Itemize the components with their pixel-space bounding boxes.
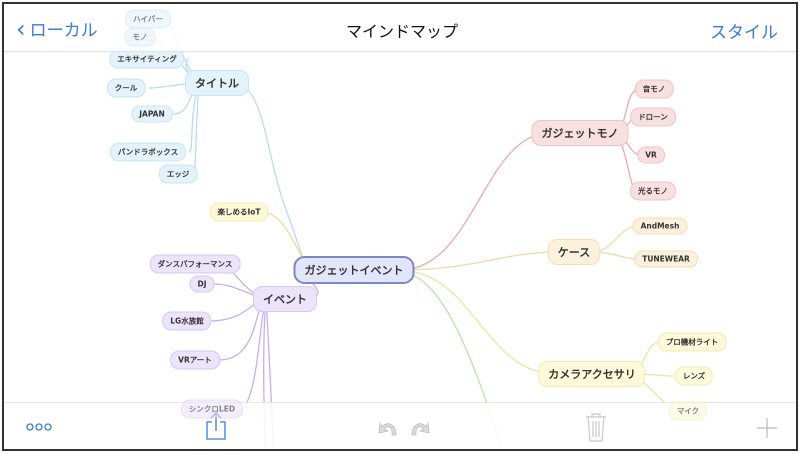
navigation-bar: ‹ ローカル マインドマップ スタイル [4, 4, 796, 52]
node-camera[interactable]: カメラアクセサリ [538, 361, 646, 387]
bottom-toolbar [4, 402, 796, 449]
node-pandora[interactable]: パンドラボックス [109, 142, 187, 162]
node-iot[interactable]: 楽しめるIoT [209, 202, 269, 222]
node-cool[interactable]: クール [106, 78, 146, 98]
node-sound[interactable]: 音モノ [634, 79, 674, 99]
gadget-links [399, 88, 643, 271]
mind-map-canvas[interactable]: ガジェットイベント タイトル ハイパー モノ エキサイティング クール JAPA… [4, 4, 796, 449]
root-node[interactable]: ガジェットイベント [293, 256, 415, 284]
plus-icon[interactable] [756, 417, 778, 439]
trash-icon[interactable] [584, 411, 608, 443]
node-edge[interactable]: エッジ [158, 164, 198, 184]
redo-icon[interactable] [408, 415, 432, 439]
case-links [399, 225, 641, 271]
chevron-left-icon: ‹ [16, 14, 26, 43]
node-andmesh[interactable]: AndMesh [632, 217, 688, 235]
back-label: ローカル [29, 21, 98, 41]
node-prolight[interactable]: プロ機材ライト [657, 332, 727, 352]
node-hyper[interactable]: ハイパー [125, 9, 171, 29]
node-title[interactable]: タイトル [185, 70, 249, 96]
node-mic[interactable]: マイク [668, 401, 708, 421]
node-lens[interactable]: レンズ [674, 366, 714, 386]
node-vrart[interactable]: VRアート [170, 350, 220, 370]
style-button[interactable]: スタイル [710, 23, 778, 43]
page-title: マインドマップ [345, 22, 458, 41]
node-dj[interactable]: DJ [189, 275, 215, 293]
node-mono[interactable]: モノ [124, 27, 156, 47]
node-gadget[interactable]: ガジェットモノ [531, 120, 629, 146]
back-button[interactable]: ‹ ローカル [16, 14, 98, 43]
ellipsis-icon[interactable] [26, 423, 54, 431]
node-vr[interactable]: VR [637, 146, 665, 164]
node-tunewear[interactable]: TUNEWEAR [634, 250, 698, 268]
undo-icon[interactable] [376, 415, 400, 439]
node-light[interactable]: 光るモノ [630, 181, 676, 201]
node-syncro[interactable]: シンクロLED [180, 399, 244, 419]
camera-links [399, 269, 675, 412]
node-exciting[interactable]: エキサイティング [109, 49, 185, 69]
node-lg[interactable]: LG水族館 [162, 311, 212, 331]
node-japan[interactable]: JAPAN [131, 105, 173, 123]
node-case[interactable]: ケース [547, 239, 601, 265]
node-event[interactable]: イベント [253, 286, 317, 312]
node-dance[interactable]: ダンスパフォーマンス [149, 254, 241, 274]
node-drone[interactable]: ドローン [630, 107, 676, 127]
